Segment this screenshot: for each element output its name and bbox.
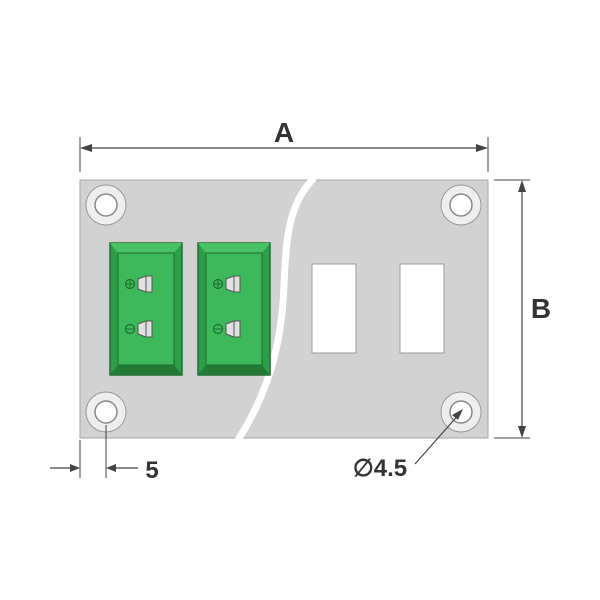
dimension-b-label: B [531,293,551,324]
dimension-offset-label: 5 [145,457,158,484]
thermocouple-socket-icon [212,320,241,338]
rectangular-cutout-icon [399,263,445,354]
thermocouple-socket-icon [124,320,153,338]
mounting-hole-icon [94,400,118,424]
dimension-hole-diameter: ∅4.5 [353,409,463,482]
mounting-hole-top-left [85,184,127,226]
dimension-hole-label: ∅4.5 [353,455,407,482]
dimension-b: B [494,179,551,439]
plate-break-line [235,175,317,442]
mounting-hole-icon [449,193,473,217]
dimension-a: A [79,117,489,172]
mounting-hole-icon [94,193,118,217]
mounting-hole-bottom-left [85,391,127,433]
thermocouple-socket-icon [124,275,153,293]
thermocouple-socket-icon [212,275,241,293]
dimension-offset: 5 [50,425,159,484]
dimension-a-label: A [274,117,294,148]
thermocouple-connector-1 [109,242,183,376]
mounting-hole-top-right [440,184,482,226]
thermocouple-connector-2 [197,242,271,376]
rectangular-cutout-icon [311,263,357,354]
